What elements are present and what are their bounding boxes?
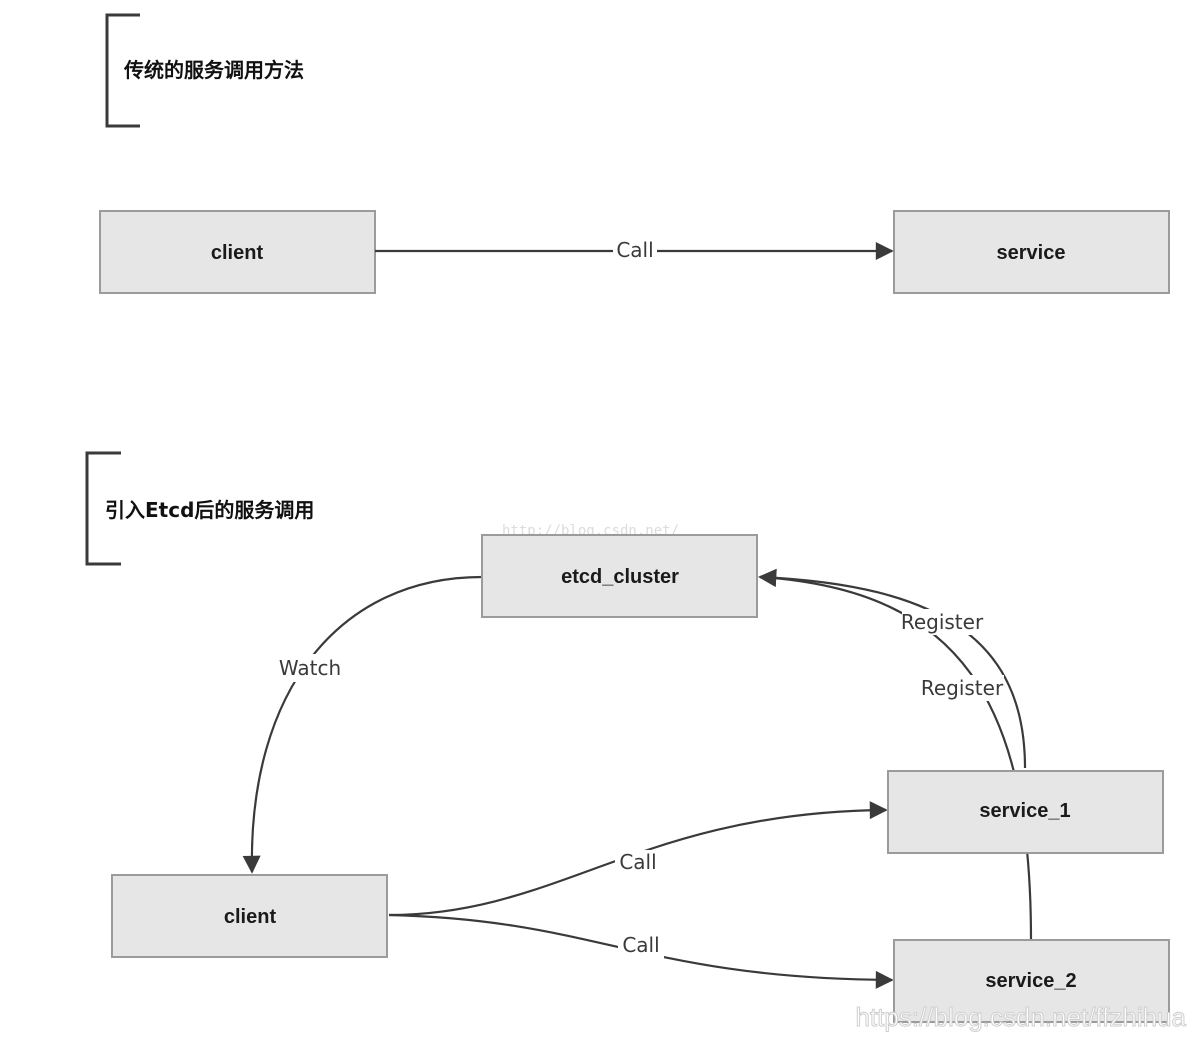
- node-label: service: [997, 242, 1066, 264]
- node-label: service_2: [985, 970, 1076, 992]
- section-title-traditional: 传统的服务调用方法: [123, 58, 304, 82]
- node-service-1[interactable]: service_1: [887, 770, 1164, 854]
- section-traditional: 传统的服务调用方法 client service Call: [99, 13, 1170, 294]
- section-bracket: [85, 451, 121, 566]
- edge-label-call: Call: [619, 850, 656, 874]
- edge-register-service2: [758, 569, 1033, 941]
- section-bracket: [105, 13, 140, 128]
- node-client-etcd[interactable]: client: [111, 874, 388, 958]
- node-label: client: [224, 906, 277, 928]
- node-service-2[interactable]: service_2: [893, 939, 1170, 1023]
- edge-call-service1: [388, 801, 888, 917]
- watermark-bottom: https://blog.csdn.net/ffzhihua: [855, 1002, 1186, 1032]
- node-client-traditional[interactable]: client: [99, 210, 376, 294]
- edge-watch: [242, 575, 483, 874]
- node-label: service_1: [979, 800, 1070, 822]
- section-etcd: 引入Etcd后的服务调用 http://blog.csdn.net/ Watch…: [85, 451, 1187, 1033]
- node-label: etcd_cluster: [561, 566, 679, 588]
- edge-label-watch: Watch: [279, 656, 341, 680]
- edge-label-call: Call: [616, 238, 653, 262]
- node-service-traditional[interactable]: service: [893, 210, 1170, 294]
- edge-register-service1: [758, 568, 1027, 769]
- section-title-etcd: 引入Etcd后的服务调用: [105, 498, 314, 522]
- edge-label-register: Register: [901, 610, 984, 634]
- node-etcd-cluster[interactable]: etcd_cluster: [481, 534, 758, 618]
- edge-label-register: Register: [921, 676, 1004, 700]
- node-label: client: [211, 242, 264, 264]
- edge-label-call: Call: [622, 933, 659, 957]
